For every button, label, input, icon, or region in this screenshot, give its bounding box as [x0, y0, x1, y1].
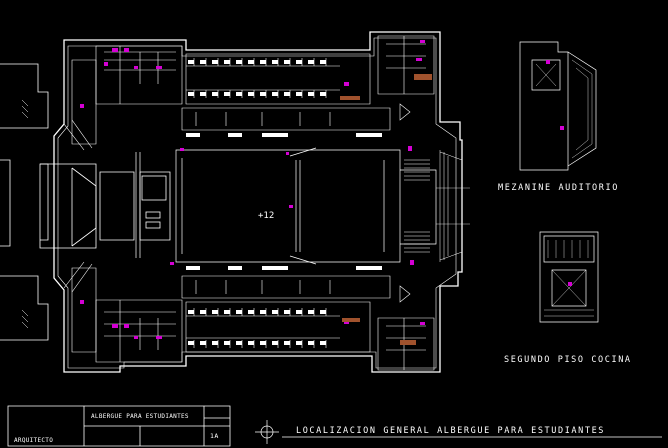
upper-dorm-beds: [186, 60, 382, 137]
mezzanine-title: MEZANINE AUDITORIO: [498, 183, 619, 193]
role-label: ARQUITECTO: [14, 437, 54, 444]
title-block: [7, 405, 231, 447]
drawing-title-symbol: [255, 420, 662, 444]
left-service-blocks: [63, 45, 183, 363]
drawing-title: LOCALIZACION GENERAL ALBERGUE PARA ESTUD…: [296, 426, 606, 436]
auditorium-stairs: [404, 150, 463, 262]
level-mark: +12: [258, 211, 275, 221]
auditorium-stage: [39, 163, 171, 249]
mezzanine-inset: [519, 41, 597, 171]
kitchen-title: SEGUNDO PISO COCINA: [504, 355, 632, 365]
sheet-number: 1A: [210, 432, 219, 440]
brown-accents: [340, 74, 432, 345]
kitchen-inset: [539, 231, 599, 323]
magenta-accents: [80, 40, 425, 339]
right-towers: [377, 35, 435, 371]
lower-dorm-beds: [186, 266, 382, 345]
building-outline: [53, 31, 463, 373]
project-name: ALBERGUE PARA ESTUDIANTES: [91, 413, 189, 420]
